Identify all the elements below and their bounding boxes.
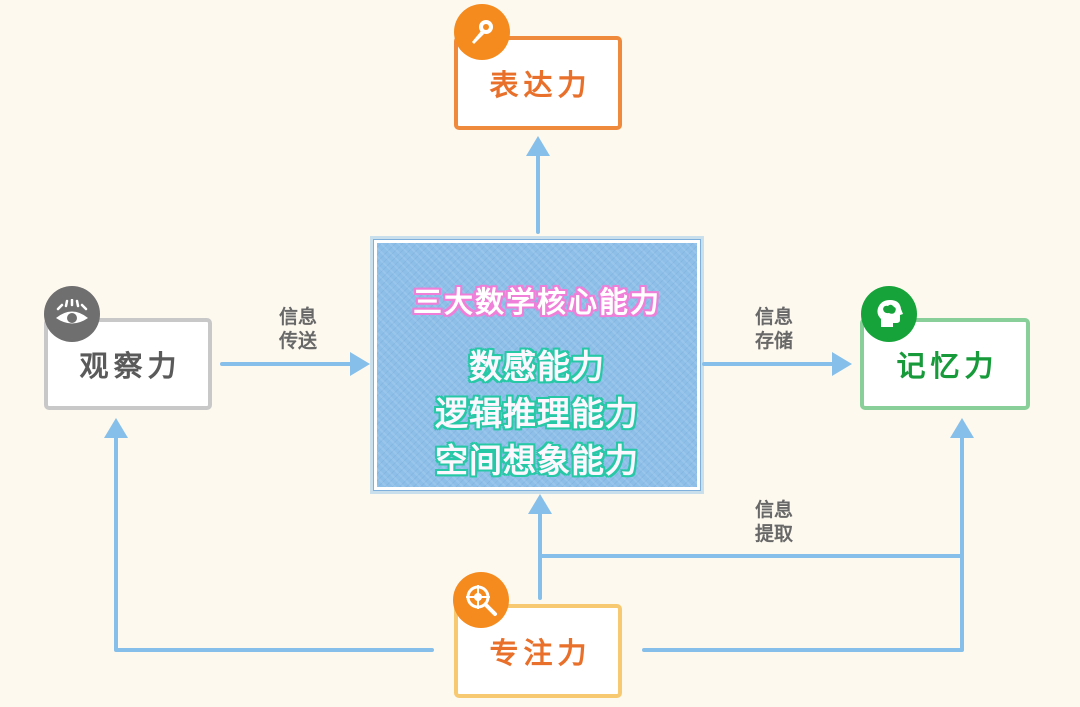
core-ability-logical-reasoning: 逻辑推理能力 [435, 394, 639, 433]
magnifier-target-icon [453, 572, 509, 628]
node-expression-label: 表达力 [489, 68, 592, 102]
node-observation-label: 观察力 [79, 349, 182, 383]
core-ability-spatial-imagination: 空间想象能力 [435, 441, 639, 480]
core-ability-number-sense: 数感能力 [469, 347, 605, 386]
edge-label-store-line1: 信息 [754, 306, 793, 328]
core-abilities-box: 三大数学核心能力 数感能力 逻辑推理能力 空间想象能力 [373, 239, 701, 491]
edge-label-transmit-line1: 信息 [278, 306, 317, 328]
edge-label-transmit-line2: 传送 [278, 330, 317, 352]
edge-label-store: 信息 存储 [744, 305, 804, 353]
core-abilities-title: 三大数学核心能力 [412, 285, 661, 319]
edge-label-store-line2: 存储 [754, 330, 793, 352]
node-expression: 表达力 [454, 36, 622, 130]
edge-label-transmit: 信息 传送 [268, 305, 328, 353]
edge-label-retrieve: 信息 提取 [744, 498, 804, 546]
microphone-icon [454, 4, 510, 60]
node-memory-label: 记忆力 [896, 349, 999, 383]
arrow-focus-to-memory [642, 418, 974, 652]
edge-label-retrieve-line2: 提取 [754, 523, 793, 545]
node-memory: 记忆力 [860, 318, 1030, 410]
eye-icon [44, 286, 100, 342]
arrow-focus-to-observation [104, 418, 434, 652]
core-abilities-list: 数感能力 逻辑推理能力 空间想象能力 [377, 343, 697, 484]
head-brain-icon [861, 286, 917, 342]
node-focus-label: 专注力 [489, 636, 592, 670]
edge-label-retrieve-line1: 信息 [754, 499, 793, 521]
